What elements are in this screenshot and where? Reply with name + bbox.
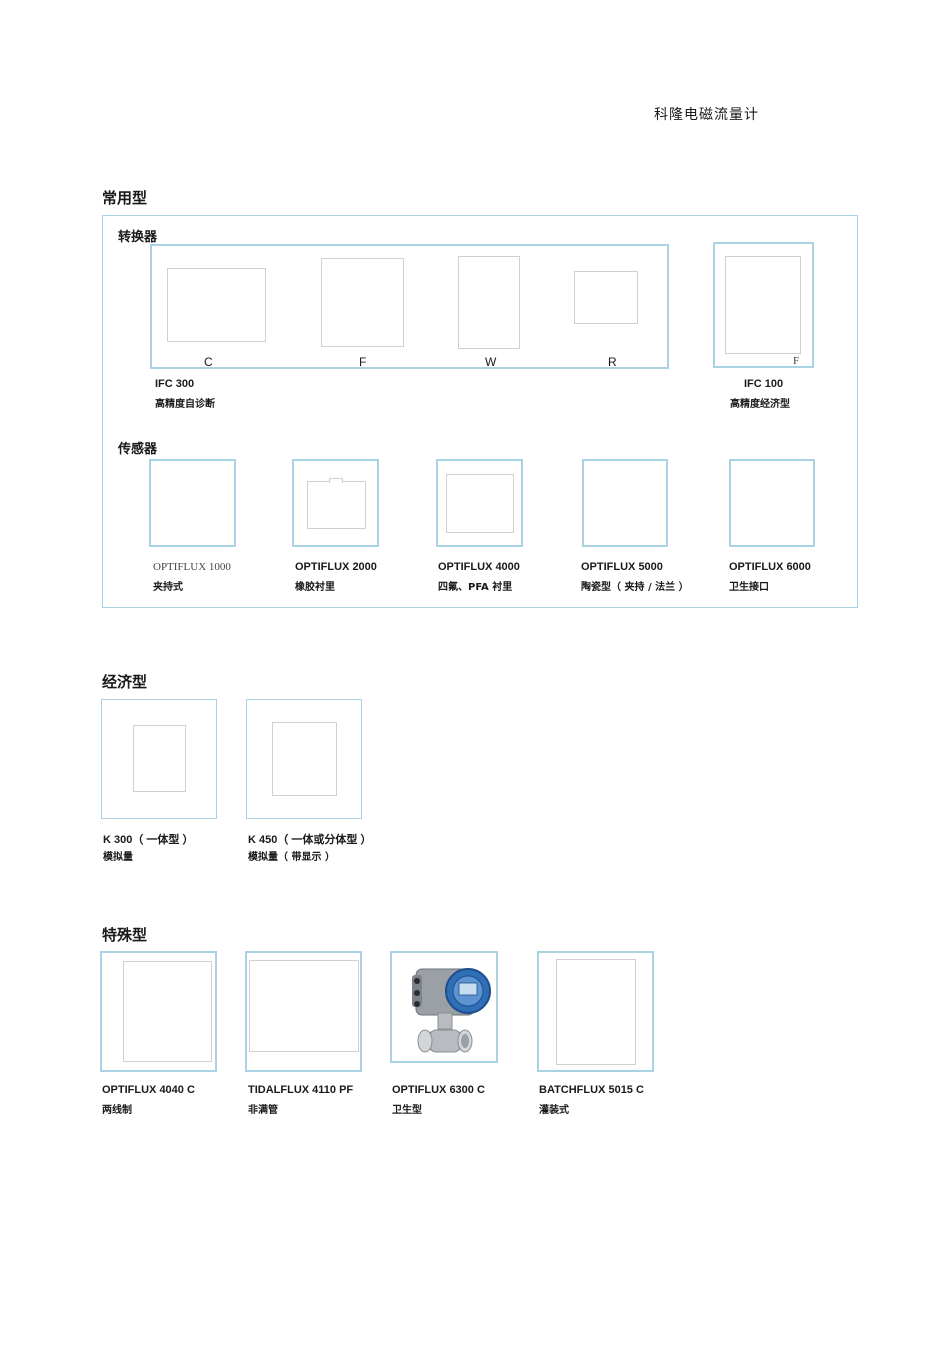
section-economy-title: 经济型 <box>102 673 148 691</box>
sensor-desc-5000: 陶瓷型（ 夹持 / 法兰 ） <box>581 582 689 593</box>
sensor-name-5000: OPTIFLUX 5000 <box>581 561 663 573</box>
sensors-title: 传感器 <box>118 442 158 457</box>
special-name-5015c: BATCHFLUX 5015 C <box>539 1084 644 1096</box>
4110pf-inner-image <box>249 960 359 1052</box>
special-desc-5015c: 灌装式 <box>539 1105 569 1116</box>
special-image-tidalflux-4110pf <box>245 951 362 1072</box>
ifc300-name: IFC 300 <box>155 378 195 390</box>
sensor-2000-tab <box>329 478 343 483</box>
economy-image-k300 <box>101 699 217 819</box>
k450-inner-image <box>272 722 337 796</box>
sensor-desc-6000: 卫生接口 <box>729 582 769 593</box>
sensor-2000-inner-image <box>307 481 366 529</box>
economy-name-k450: K 450（ 一体或分体型 ） <box>248 834 372 846</box>
flowmeter-6300c-illustration <box>412 968 491 1053</box>
special-image-optiflux-4040c <box>100 951 217 1072</box>
sensor-name-2000: OPTIFLUX 2000 <box>295 561 377 573</box>
sensor-desc-4000: 四氟、PFA 衬里 <box>438 582 513 593</box>
sensor-image-optiflux-5000 <box>582 459 668 547</box>
sensor-name-4000: OPTIFLUX 4000 <box>438 561 520 573</box>
special-name-6300c: OPTIFLUX 6300 C <box>392 1084 485 1096</box>
ifc300-w-image <box>458 256 520 349</box>
economy-image-k450 <box>246 699 362 819</box>
4040c-inner-image <box>123 961 212 1062</box>
economy-name-k300: K 300（ 一体型 ） <box>103 834 194 846</box>
sensor-image-optiflux-1000 <box>149 459 236 547</box>
ifc300-image-frame <box>150 244 669 369</box>
sensor-name-1000: OPTIFLUX 1000 <box>153 561 231 573</box>
special-name-4040c: OPTIFLUX 4040 C <box>102 1084 195 1096</box>
special-image-batchflux-5015c <box>537 951 654 1072</box>
k300-inner-image <box>133 725 186 792</box>
special-image-optiflux-6300c <box>390 951 498 1063</box>
sensor-name-6000: OPTIFLUX 6000 <box>729 561 811 573</box>
economy-desc-k300: 模拟量 <box>103 852 133 863</box>
ifc100-desc: 高精度经济型 <box>730 399 790 410</box>
special-desc-4110pf: 非满管 <box>248 1105 278 1116</box>
page-header-title: 科隆电磁流量计 <box>654 107 759 123</box>
ifc300-desc: 高精度自诊断 <box>155 399 215 410</box>
variant-label-f: F <box>359 355 367 369</box>
sensor-desc-2000: 橡胶衬里 <box>295 582 335 593</box>
section-common-frame <box>102 215 858 608</box>
special-desc-6300c: 卫生型 <box>392 1105 422 1116</box>
ifc300-f-image <box>321 258 404 347</box>
ifc100-name: IFC 100 <box>744 378 784 390</box>
ifc100-variant-label: F <box>793 355 800 367</box>
variant-label-r: R <box>608 355 617 369</box>
sensor-image-optiflux-4000 <box>436 459 523 547</box>
sensor-image-optiflux-2000 <box>292 459 379 547</box>
special-name-4110pf: TIDALFLUX 4110 PF <box>248 1084 354 1096</box>
sensor-desc-1000: 夹持式 <box>153 582 183 593</box>
converters-title: 转换器 <box>118 230 158 245</box>
sensor-4000-inner-image <box>446 474 514 533</box>
ifc300-r-image <box>574 271 638 324</box>
section-special-title: 特殊型 <box>102 926 148 944</box>
special-desc-4040c: 两线制 <box>102 1105 132 1116</box>
economy-desc-k450: 模拟量（ 带显示 ） <box>248 852 335 863</box>
sensor-image-optiflux-6000 <box>729 459 815 547</box>
section-common-title: 常用型 <box>102 189 148 207</box>
ifc300-c-image <box>167 268 266 342</box>
5015c-inner-image <box>556 959 636 1065</box>
ifc100-image-frame <box>713 242 814 368</box>
variant-label-w: W <box>485 355 497 369</box>
variant-label-c: C <box>204 355 213 369</box>
ifc100-image <box>725 256 801 354</box>
